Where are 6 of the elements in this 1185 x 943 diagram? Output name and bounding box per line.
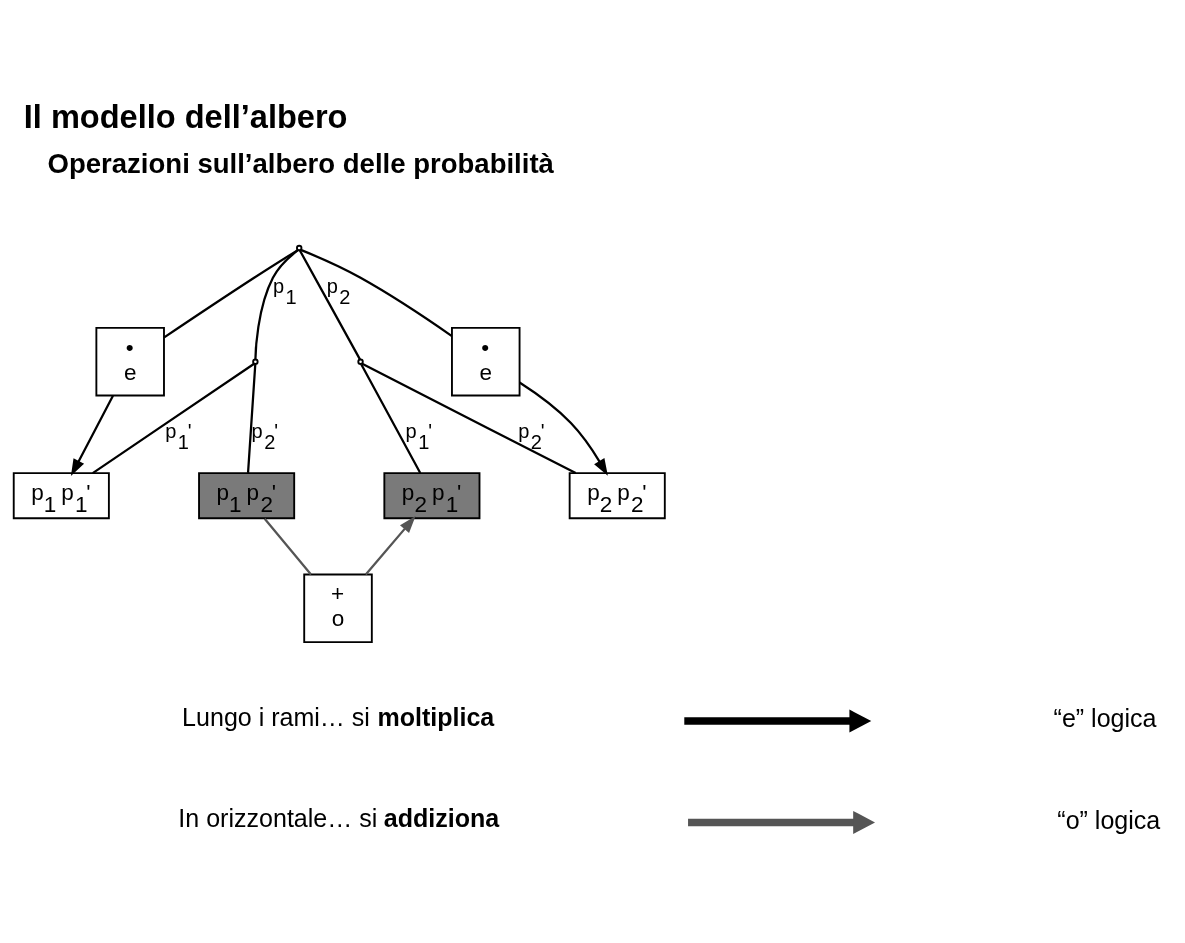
label: “e” logica [1053, 704, 1157, 733]
legend-label: Lungo i rami… si moltiplica [182, 703, 495, 732]
label: Operazioni sull’albero delle probabilità [47, 147, 554, 179]
label: “o” logica [1057, 805, 1161, 834]
diagram-title: Il modello dell’albero [23, 98, 348, 135]
legend-label: In orizzontale… si addiziona [178, 804, 500, 833]
